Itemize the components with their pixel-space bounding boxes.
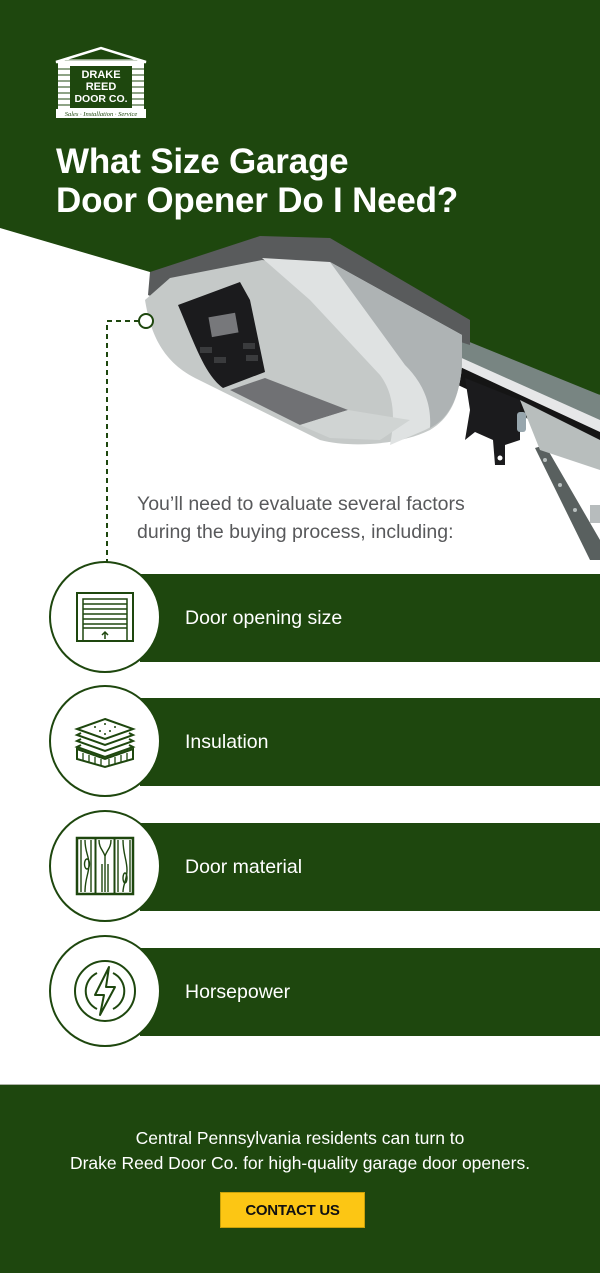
garage-door-icon	[76, 592, 134, 642]
factor-bar	[140, 574, 600, 662]
factor-icon-circle	[49, 685, 161, 797]
contact-us-button[interactable]: CONTACT US	[220, 1192, 365, 1228]
wood-grain-icon	[75, 836, 135, 896]
factor-bar	[140, 948, 600, 1036]
logo-line1: DRAKE	[81, 69, 120, 81]
logo-house-icon: DRAKE REED DOOR CO. Sales · Installation…	[55, 46, 147, 118]
lightning-bolt-icon	[74, 960, 136, 1022]
factor-label: Door material	[185, 856, 303, 878]
footer-text: Central Pennsylvania residents can turn …	[0, 1126, 600, 1176]
insulation-layers-icon	[74, 717, 136, 769]
logo-line3: DOOR CO.	[74, 93, 127, 105]
factor-icon-circle	[49, 810, 161, 922]
factor-door-material: Door material	[48, 809, 600, 927]
factor-icon-circle	[49, 561, 161, 673]
factor-label: Insulation	[185, 731, 269, 753]
factor-door-opening-size: Door opening size	[48, 560, 600, 678]
factor-horsepower: Horsepower	[48, 934, 600, 1052]
factor-label: Door opening size	[185, 607, 343, 629]
factor-bar	[140, 823, 600, 911]
factor-insulation: Insulation	[48, 684, 600, 802]
factor-icon-circle	[49, 935, 161, 1047]
hero-background	[0, 0, 600, 395]
logo-line2: REED	[86, 81, 117, 93]
logo-tagline: Sales · Installation · Service	[65, 111, 138, 118]
factor-label: Horsepower	[185, 981, 291, 1003]
factor-bar	[140, 698, 600, 786]
page-title: What Size Garage Door Opener Do I Need?	[56, 142, 458, 220]
footer-cta-section	[0, 1085, 600, 1273]
title-line1: What Size Garage	[56, 142, 349, 181]
drake-reed-logo: DRAKE REED DOOR CO. Sales · Installation…	[54, 46, 148, 120]
intro-line2: during the buying process, including:	[137, 521, 454, 543]
intro-line1: You’ll need to evaluate several factors	[137, 493, 465, 515]
footer-line2: Drake Reed Door Co. for high-quality gar…	[69, 1153, 531, 1173]
intro-text: You’ll need to evaluate several factors …	[137, 490, 557, 546]
title-line2: Door Opener Do I Need?	[56, 181, 459, 220]
garage-door-opener-illustration	[106, 236, 600, 570]
footer-divider	[0, 1084, 600, 1085]
footer-line1: Central Pennsylvania residents can turn …	[135, 1128, 465, 1148]
